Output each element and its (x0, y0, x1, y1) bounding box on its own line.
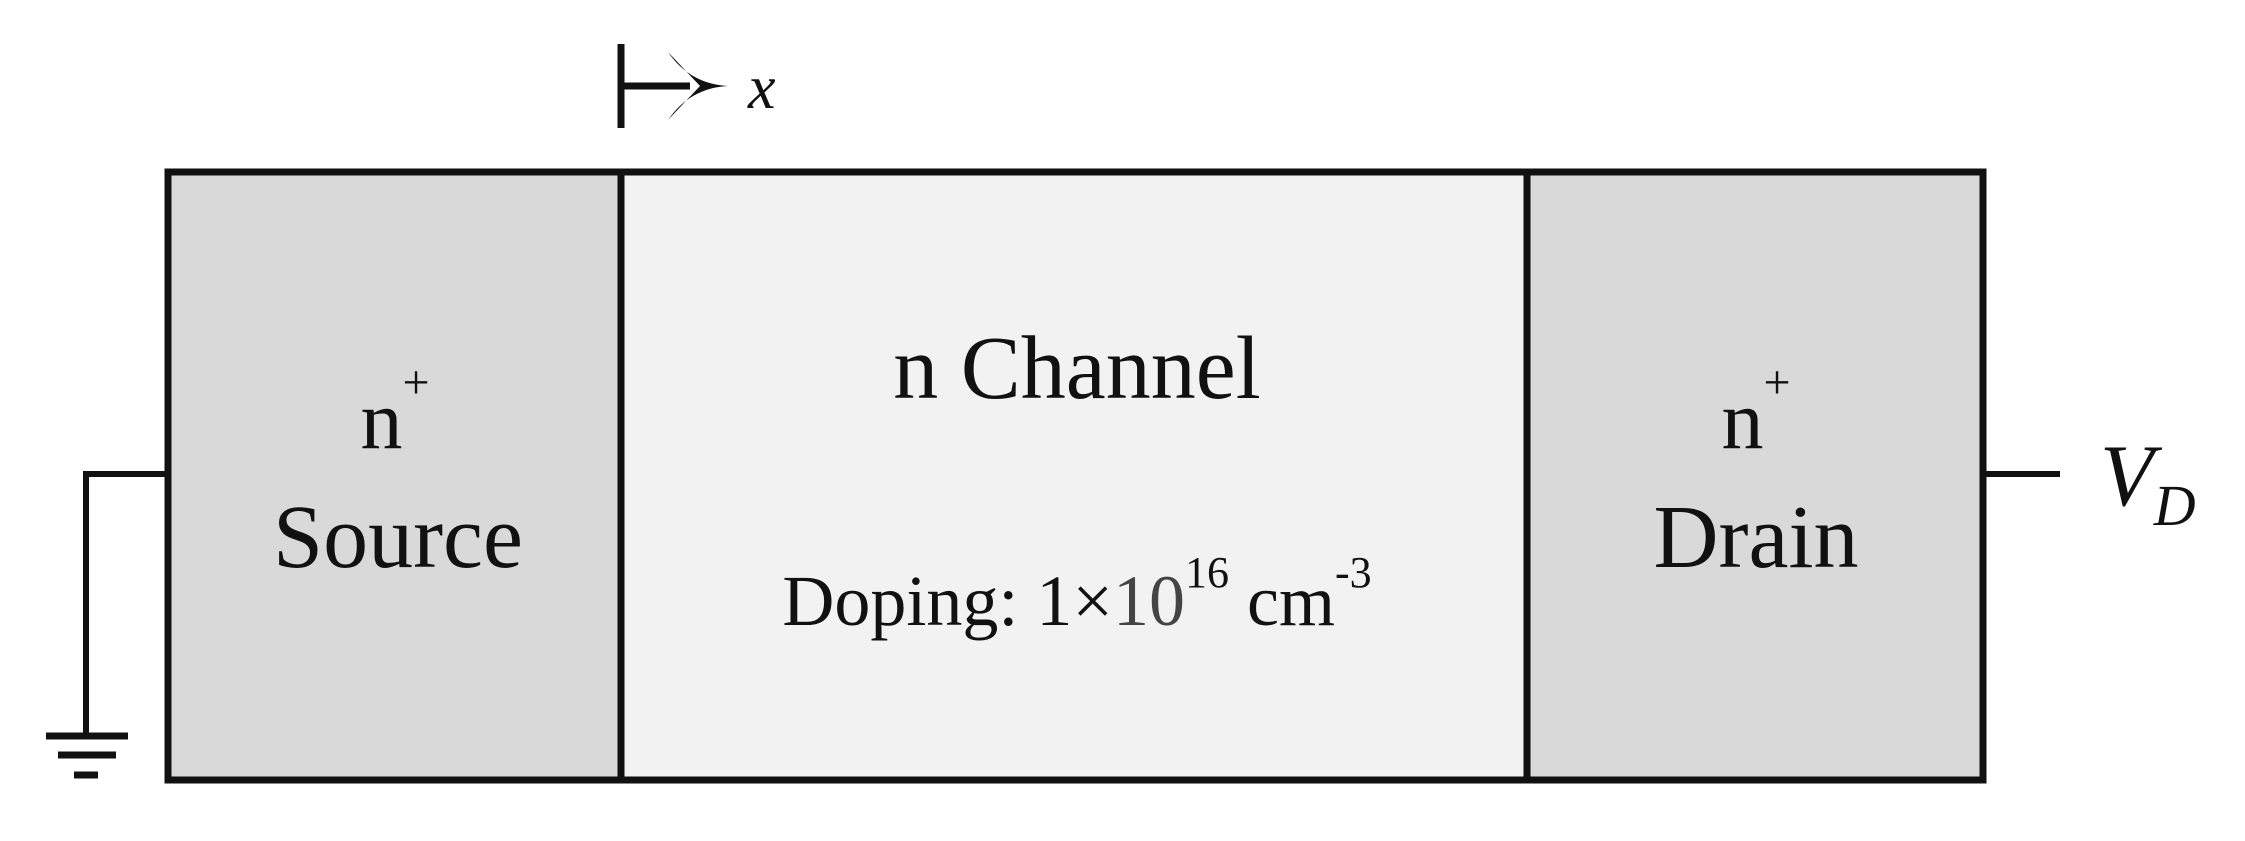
doping-prefix: Doping: 1× (782, 561, 1113, 641)
drain-label: Drain (1654, 488, 1859, 587)
drain-superscript: + (1763, 356, 1790, 409)
doping-unit-exponent: -3 (1335, 548, 1372, 597)
drain-type: n (1721, 374, 1763, 467)
x-axis-marker: x (617, 44, 776, 128)
source-superscript: + (402, 356, 429, 409)
ground-icon (46, 732, 128, 779)
arrow-right-icon (668, 52, 728, 120)
channel-doping-label: Doping: 1×1016 cm-3 (782, 548, 1371, 641)
doping-base: 10 (1113, 561, 1185, 641)
source-wire (83, 471, 168, 736)
axis-variable-label: x (747, 54, 776, 122)
ground-connection (46, 471, 168, 779)
source-type: n (360, 374, 402, 467)
doping-exponent: 16 (1185, 548, 1229, 597)
source-label: Source (273, 488, 523, 587)
channel-label: n Channel (893, 319, 1260, 418)
channel-region (617, 168, 1531, 784)
drain-voltage-subscript: D (2153, 473, 2196, 538)
source-type-label: n+ (360, 356, 429, 467)
source-region (164, 168, 625, 784)
drain-voltage-symbol: V (2100, 428, 2163, 525)
drain-region (1523, 168, 1987, 784)
drain-terminal: VD (1983, 428, 2196, 538)
doping-unit: cm (1247, 561, 1335, 641)
drain-type-label: n+ (1721, 356, 1790, 467)
drain-voltage-label: VD (2100, 428, 2196, 538)
